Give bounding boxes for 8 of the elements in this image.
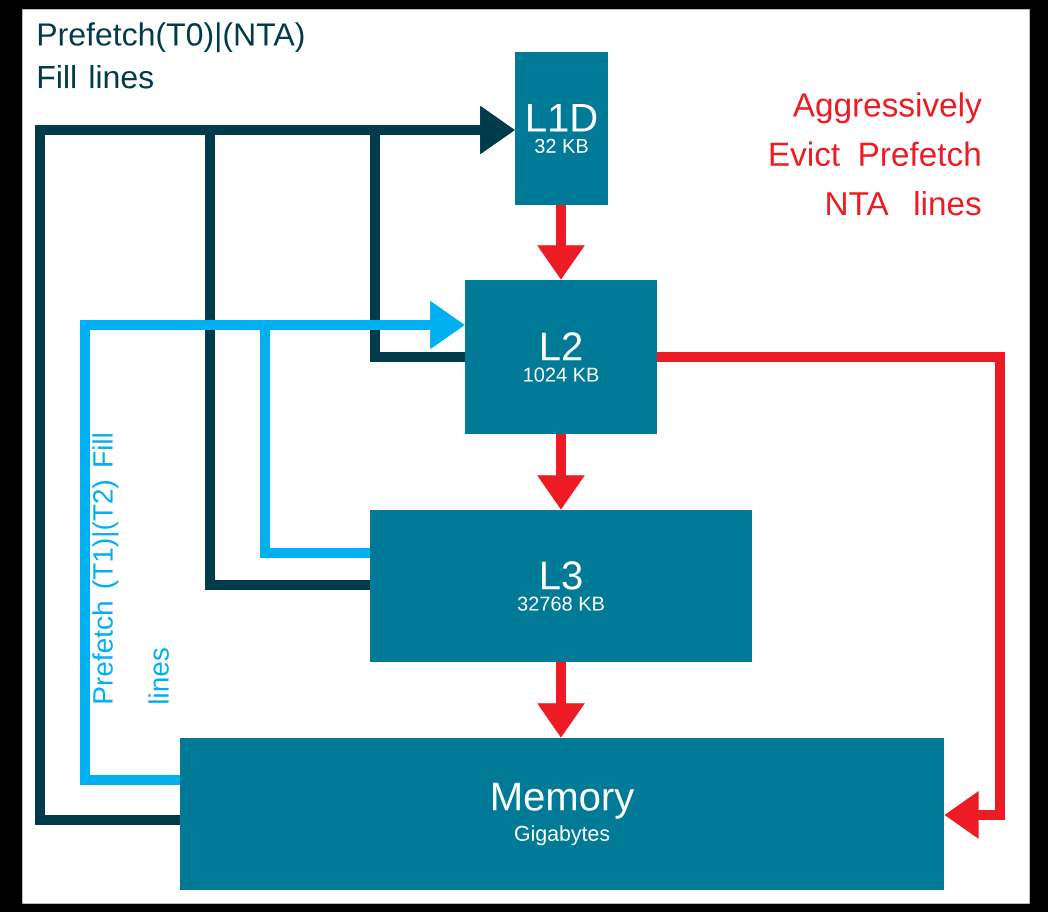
annotation-text: Aggressively Evict Prefetch NTA lines [770, 92, 982, 216]
cache-box: Memory Gigabytes [180, 738, 944, 890]
cache-box: L1D 32 KB [515, 52, 608, 205]
annotation-text: Prefetch(T0)|(NTA) Fill lines [38, 22, 304, 89]
annotation-text: Prefetch (T1)|(T2) Fill lines [92, 434, 169, 703]
cache-box: L2 1024 KB [465, 280, 657, 434]
cache-box: L3 32768 KB [370, 510, 752, 662]
arrow [657, 352, 1005, 839]
